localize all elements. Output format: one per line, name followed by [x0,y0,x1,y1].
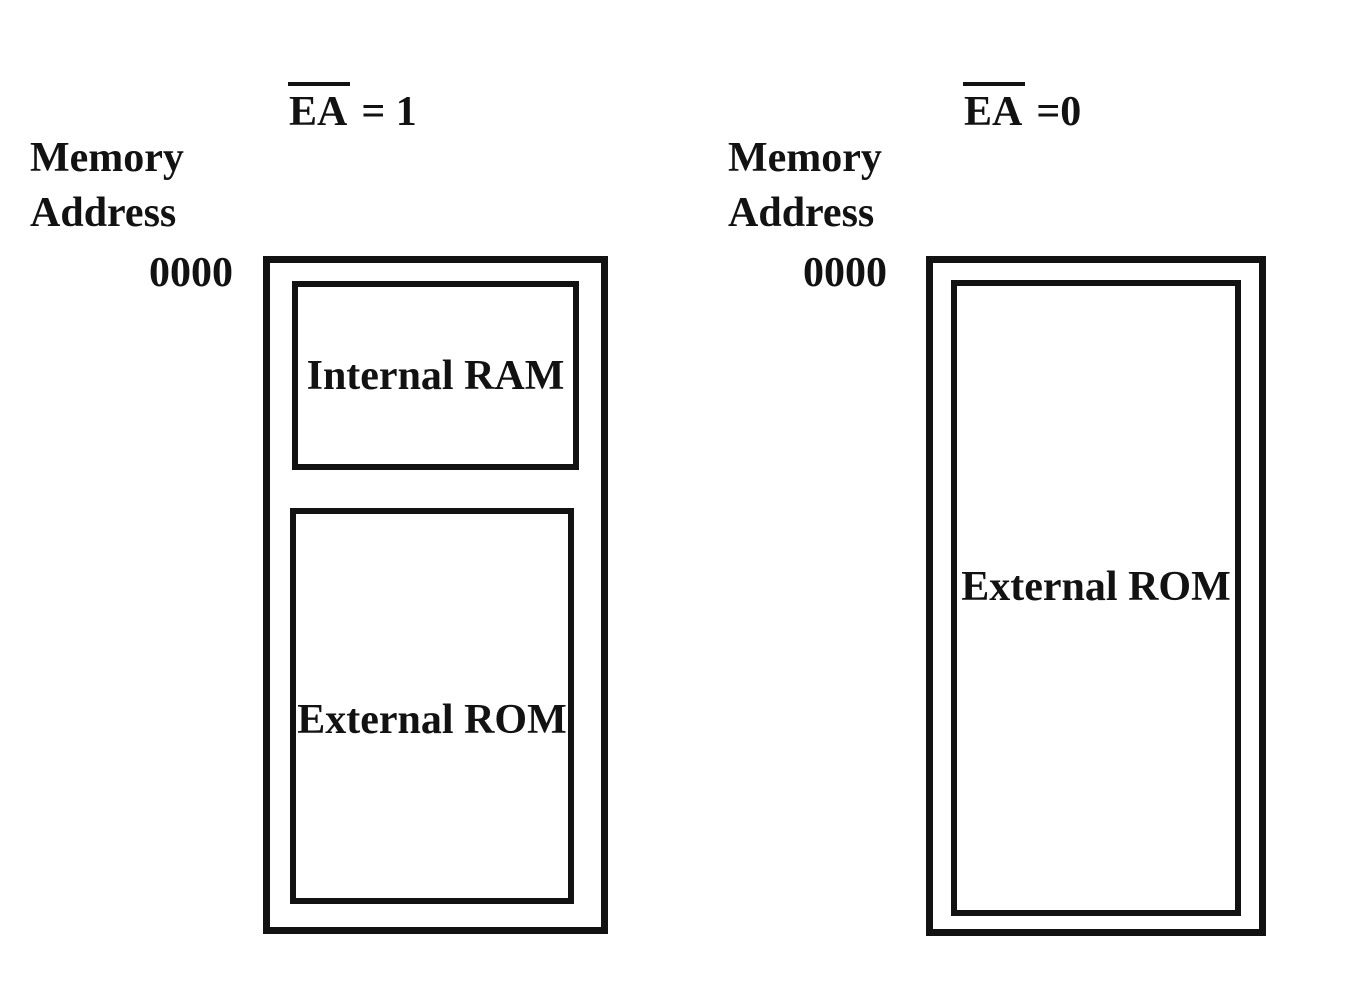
memory-address-line2-left: Address [30,190,177,236]
ea-relation-left: = 1 [361,89,417,135]
internal-ram-block: Internal RAM [292,281,579,470]
ea-relation-right: =0 [1036,89,1082,135]
right-panel-title: EA=0 [963,82,1081,133]
internal-ram-label: Internal RAM [306,352,565,399]
external-rom-block-left: External ROM [290,508,574,904]
memory-address-label-right: Memory Address [728,131,882,241]
ea-signal-overlined-right: EA [963,82,1026,133]
external-rom-label-right: External ROM [961,564,1231,610]
memory-address-line1-right: Memory [728,135,882,181]
memory-address-label-left: Memory Address [30,131,184,241]
address-0000-left: 0000 [149,250,233,296]
external-rom-block-right: External ROM [951,280,1241,916]
left-panel-title: EA= 1 [288,82,417,133]
address-0000-right: 0000 [803,250,887,296]
ea-signal-overlined-left: EA [288,82,351,133]
external-rom-label-left: External ROM [297,697,567,743]
memory-address-line2-right: Address [728,190,875,236]
memory-address-line1-left: Memory [30,135,184,181]
